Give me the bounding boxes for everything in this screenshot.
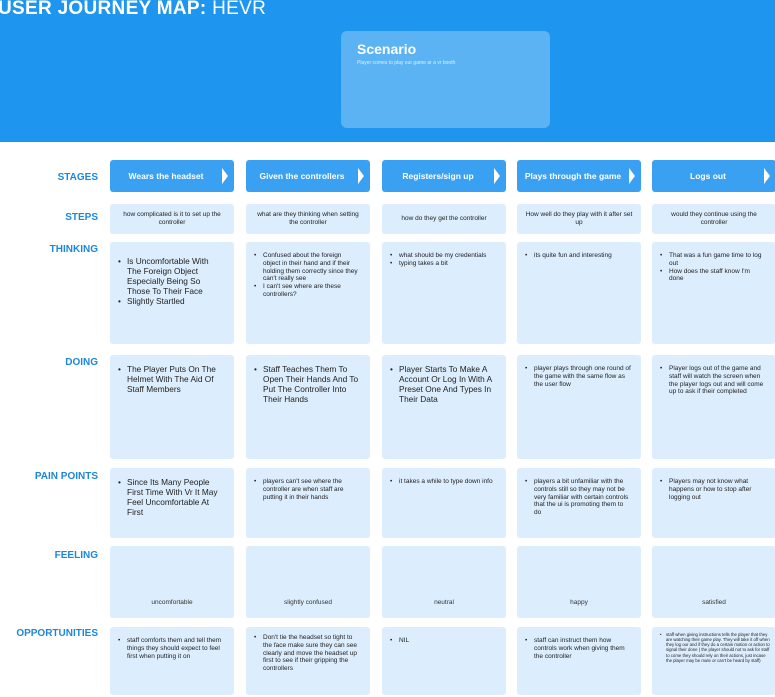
stage-label: Logs out	[690, 171, 726, 181]
opportunity-cell: staff can instruct them how controls wor…	[517, 627, 641, 695]
stage-registers-sign-up[interactable]: Registers/sign up	[382, 160, 506, 192]
pain-point: Players may not know what happens or how…	[660, 478, 766, 501]
pain-point: Since Its Many People First Time With Vr…	[118, 477, 224, 518]
opportunity-cell: staff comforts them and tell them things…	[110, 627, 234, 695]
row-label-pain-points: PAIN POINTS	[34, 471, 98, 482]
thinking-cell: Confused about the foreign object in the…	[246, 242, 370, 344]
thinking-point: That was a fun game time to log out	[660, 252, 766, 268]
step-cell: how do they get the controller	[382, 204, 506, 234]
doing-point: Player logs out of the game and staff wi…	[660, 365, 766, 396]
feeling-cell: neutral	[382, 546, 506, 618]
step-cell: what are they thinking when setting the …	[246, 204, 370, 234]
thinking-cell: Is Uncomfortable With The Foreign Object…	[110, 242, 234, 344]
scenario-card: Scenario Player comes to play our game a…	[341, 31, 550, 128]
doing-cell: Player Starts To Make A Account Or Log I…	[382, 355, 506, 459]
chevron-right-icon	[764, 168, 770, 184]
feeling-cell: happy	[517, 546, 641, 618]
opportunity-point: staff when giving instructions tells the…	[660, 632, 770, 663]
chevron-right-icon	[222, 168, 228, 184]
chevron-right-icon	[629, 168, 635, 184]
page-title-project: HEVR	[212, 0, 267, 19]
row-label-doing: DOING	[65, 357, 98, 368]
thinking-point: Confused about the foreign object in the…	[254, 252, 360, 283]
scenario-title: Scenario	[357, 41, 417, 57]
step-cell: How well do they play with it after set …	[517, 204, 641, 234]
row-label-opportunities: OPPORTUNITIES	[16, 628, 98, 639]
pain-point-cell: it takes a while to type down info	[382, 468, 506, 538]
stage-plays-game[interactable]: Plays through the game	[517, 160, 641, 192]
feeling-cell: satisfied	[652, 546, 775, 618]
row-label-thinking: THINKING	[49, 244, 98, 255]
thinking-point: How does the staff know I'm done	[660, 268, 766, 284]
thinking-cell: what should be my credentials typing tak…	[382, 242, 506, 344]
chevron-right-icon	[358, 168, 364, 184]
header-banner: USER JOURNEY MAP: HEVR Scenario Player c…	[0, 0, 775, 142]
pain-point-cell: players can't see where the controller a…	[246, 468, 370, 538]
doing-cell: player plays through one round of the ga…	[517, 355, 641, 459]
step-cell: would they continue using the controller	[652, 204, 775, 234]
stage-label: Plays through the game	[524, 171, 622, 181]
pain-point-cell: Players may not know what happens or how…	[652, 468, 775, 538]
stage-label: Registers/sign up	[402, 171, 474, 181]
feeling-cell: uncomfortable	[110, 546, 234, 618]
page-title: USER JOURNEY MAP: HEVR	[0, 0, 266, 20]
doing-point: Player Starts To Make A Account Or Log I…	[390, 364, 496, 405]
pain-point-cell: Since Its Many People First Time With Vr…	[110, 468, 234, 538]
stage-label: Given the controllers	[259, 171, 345, 181]
opportunity-cell: NIL	[382, 627, 506, 695]
opportunity-cell: staff when giving instructions tells the…	[652, 627, 775, 695]
pain-point: players a bit unfamiliar with the contro…	[525, 478, 631, 517]
doing-cell: Player logs out of the game and staff wi…	[652, 355, 775, 459]
opportunity-point: NIL	[390, 637, 496, 645]
step-cell: how complicated is it to set up the cont…	[110, 204, 234, 234]
doing-cell: Staff Teaches Them To Open Their Hands A…	[246, 355, 370, 459]
thinking-point: Is Uncomfortable With The Foreign Object…	[118, 256, 224, 297]
thinking-point: what should be my credentials	[390, 252, 496, 260]
thinking-point: typing takes a bit	[390, 260, 496, 268]
scenario-text: Player comes to play our game ar a vr bo…	[357, 60, 456, 66]
opportunity-cell: Don't tie the headset so tight to the fa…	[246, 627, 370, 695]
opportunity-point: Don't tie the headset so tight to the fa…	[254, 634, 360, 673]
stage-given-controllers[interactable]: Given the controllers	[246, 160, 370, 192]
thinking-cell: That was a fun game time to log out How …	[652, 242, 775, 344]
opportunity-point: staff can instruct them how controls wor…	[525, 637, 631, 660]
thinking-point: I can't see where are these controllers?	[254, 283, 360, 299]
doing-point: Staff Teaches Them To Open Their Hands A…	[254, 364, 360, 405]
opportunity-point: staff comforts them and tell them things…	[118, 637, 224, 660]
stage-logs-out[interactable]: Logs out	[652, 160, 775, 192]
doing-cell: The Player Puts On The Helmet With The A…	[110, 355, 234, 459]
page-title-bold: USER JOURNEY MAP:	[0, 0, 207, 19]
doing-point: The Player Puts On The Helmet With The A…	[118, 364, 224, 395]
pain-point-cell: players a bit unfamiliar with the contro…	[517, 468, 641, 538]
stage-label: Wears the headset	[128, 171, 204, 181]
feeling-cell: slightly confused	[246, 546, 370, 618]
pain-point: it takes a while to type down info	[390, 478, 496, 486]
thinking-point: its quite fun and interesting	[525, 252, 631, 260]
thinking-point: Slightly Startled	[118, 296, 224, 307]
row-label-feeling: FEELING	[54, 550, 98, 561]
chevron-right-icon	[494, 168, 500, 184]
thinking-cell: its quite fun and interesting	[517, 242, 641, 344]
pain-point: players can't see where the controller a…	[254, 478, 360, 501]
doing-point: player plays through one round of the ga…	[525, 365, 631, 388]
row-label-steps: STEPS	[65, 212, 98, 223]
row-label-stages: STAGES	[57, 172, 98, 183]
stage-wears-headset[interactable]: Wears the headset	[110, 160, 234, 192]
